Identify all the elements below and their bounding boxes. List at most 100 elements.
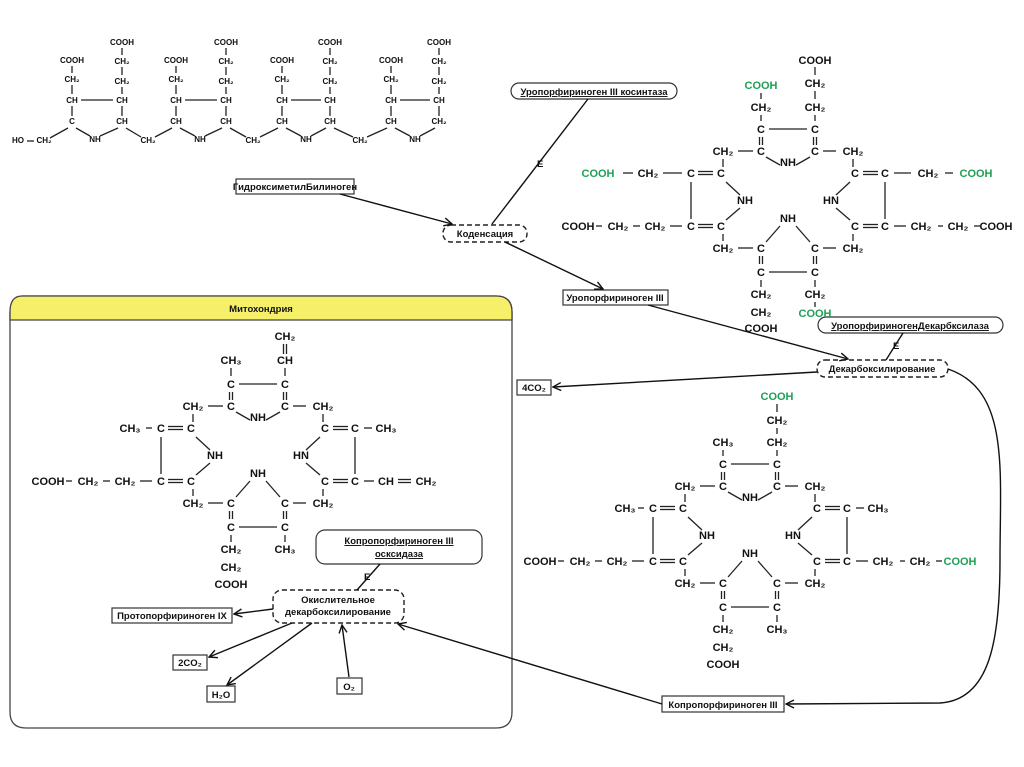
atom-label: CH₂ <box>607 556 628 568</box>
carboxyl-group: COOH <box>745 80 778 92</box>
pyrrole-nh: NH <box>250 468 266 480</box>
o2-node[interactable]: O₂ <box>336 677 363 695</box>
copro3-node[interactable]: Копропорфириноген III <box>661 695 785 713</box>
proto9-label: Протопорфириноген IX <box>117 611 227 622</box>
co2-4-label: 4CO₂ <box>522 383 546 394</box>
carboxyl-group: COOH <box>960 168 993 180</box>
bond <box>727 491 743 501</box>
hydroxyl-group: HO <box>12 136 24 145</box>
enzyme-mark-2: E <box>893 341 899 352</box>
atom-label: C <box>157 423 165 435</box>
atom-label: CH₂ <box>713 642 734 654</box>
atom-label: CH₂ <box>114 77 130 86</box>
pathway-arrows: E E E <box>209 98 1002 704</box>
atom-label: CH₂ <box>78 476 99 488</box>
bond <box>195 462 211 476</box>
atom-label: CH₃ <box>615 503 636 515</box>
atom-label: CH₂ <box>751 102 772 114</box>
pyrrole-nh: NH <box>207 450 223 462</box>
bond <box>765 156 781 166</box>
decarboxylation-node[interactable]: Декарбоксилирование <box>816 359 949 378</box>
cosynthase-enzyme-node[interactable]: Уропорфириноген III косинтаза <box>510 82 678 100</box>
atom-label: CH₂ <box>64 75 80 84</box>
atom-label: CH₂ <box>805 289 826 301</box>
proto9-node[interactable]: Протопорфириноген IX <box>111 607 233 624</box>
atom-label: C <box>719 578 727 590</box>
oxidative-decarboxylation-node[interactable]: Окислительное декарбоксилирование <box>272 589 405 624</box>
carboxyl-group: COOH <box>980 221 1013 233</box>
atom-label: C <box>719 459 727 471</box>
atom-label: CH <box>378 476 394 488</box>
carboxyl-group: COOH <box>214 38 238 47</box>
co2-2-node[interactable]: 2CO₂ <box>172 654 208 671</box>
atom-label: C <box>719 602 727 614</box>
mitochondria-title: Митохондрия <box>229 304 293 315</box>
atom-label: C <box>157 476 165 488</box>
atom-label: C <box>757 267 765 279</box>
hmb-node[interactable]: ГидроксиметилБилиноген <box>233 178 357 195</box>
o2-label: O₂ <box>343 682 355 693</box>
atom-label: CH₂ <box>221 562 242 574</box>
pyrrole-nh: NH <box>409 135 421 144</box>
atom-label: CH₂ <box>675 481 696 493</box>
pyrrole-nh: NH <box>89 135 101 144</box>
atom-label: C <box>321 423 329 435</box>
bond <box>687 516 703 531</box>
atom-label: CH <box>170 96 182 105</box>
arrow-o2-to-oxdecarb <box>342 625 350 678</box>
atom-label: CH₃ <box>275 544 296 556</box>
atom-label: CH₂ <box>570 556 591 568</box>
atom-label: C <box>881 221 889 233</box>
oxidase-label-line2: осксидаза <box>375 549 424 560</box>
bond <box>195 436 211 451</box>
atom-label: CH₂ <box>168 75 184 84</box>
atom-label: C <box>757 124 765 136</box>
atom-label: CH₃ <box>868 503 889 515</box>
oxidase-enzyme-node[interactable]: Копропорфириноген III осксидаза <box>315 529 483 565</box>
bond <box>49 127 69 139</box>
bond <box>265 480 281 498</box>
bond <box>394 127 411 137</box>
bond <box>797 516 813 531</box>
uro3-label: Уропорфириноген III <box>566 293 663 304</box>
atom-label: CH₃ <box>713 437 734 449</box>
atom-label: CH <box>116 117 128 126</box>
atom-label: CH₂ <box>115 476 136 488</box>
decarboxylation-label: Декарбоксилирование <box>829 364 936 375</box>
atom-label: C <box>773 578 781 590</box>
decarboxylase-enzyme-node[interactable]: УропорфириногенДекарбксилаза <box>817 316 1004 334</box>
pyrrole-nh: HN <box>823 195 839 207</box>
carboxyl-group: COOH <box>110 38 134 47</box>
atom-label: CH₂ <box>805 481 826 493</box>
atom-label: C <box>281 522 289 534</box>
arrow-to-2co2 <box>209 622 293 657</box>
carboxyl-group: COOH <box>524 556 557 568</box>
co2-4-node[interactable]: 4CO₂ <box>516 379 552 396</box>
atom-label: CH <box>116 96 128 105</box>
hmb-label: ГидроксиметилБилиноген <box>233 182 357 193</box>
h2o-node[interactable]: H₂O <box>206 685 236 703</box>
atom-label: CH₂ <box>645 221 666 233</box>
carboxyl-group: COOH <box>379 56 403 65</box>
bond <box>795 225 811 243</box>
copro3-label: Копропорфириноген III <box>668 700 777 711</box>
carboxyl-group: COOH <box>270 56 294 65</box>
arrow-to-h2o <box>227 622 313 685</box>
atom-label: C <box>321 476 329 488</box>
atom-label: CH <box>276 96 288 105</box>
bond <box>125 127 142 138</box>
atom-label: C <box>679 503 687 515</box>
atom-label: CH₂ <box>805 578 826 590</box>
condensation-node[interactable]: Коденсация <box>442 224 528 243</box>
link-oxidase <box>356 563 381 591</box>
pyrrole-nh: NH <box>742 548 758 560</box>
carboxyl-group: COOH <box>761 391 794 403</box>
atom-label: CH₂ <box>751 289 772 301</box>
atom-label: C <box>717 168 725 180</box>
uro3-node[interactable]: Уропорфириноген III <box>562 289 669 306</box>
decarboxylase-label: УропорфириногенДекарбксилаза <box>831 321 989 332</box>
bond <box>366 127 388 138</box>
atom-label: C <box>811 146 819 158</box>
